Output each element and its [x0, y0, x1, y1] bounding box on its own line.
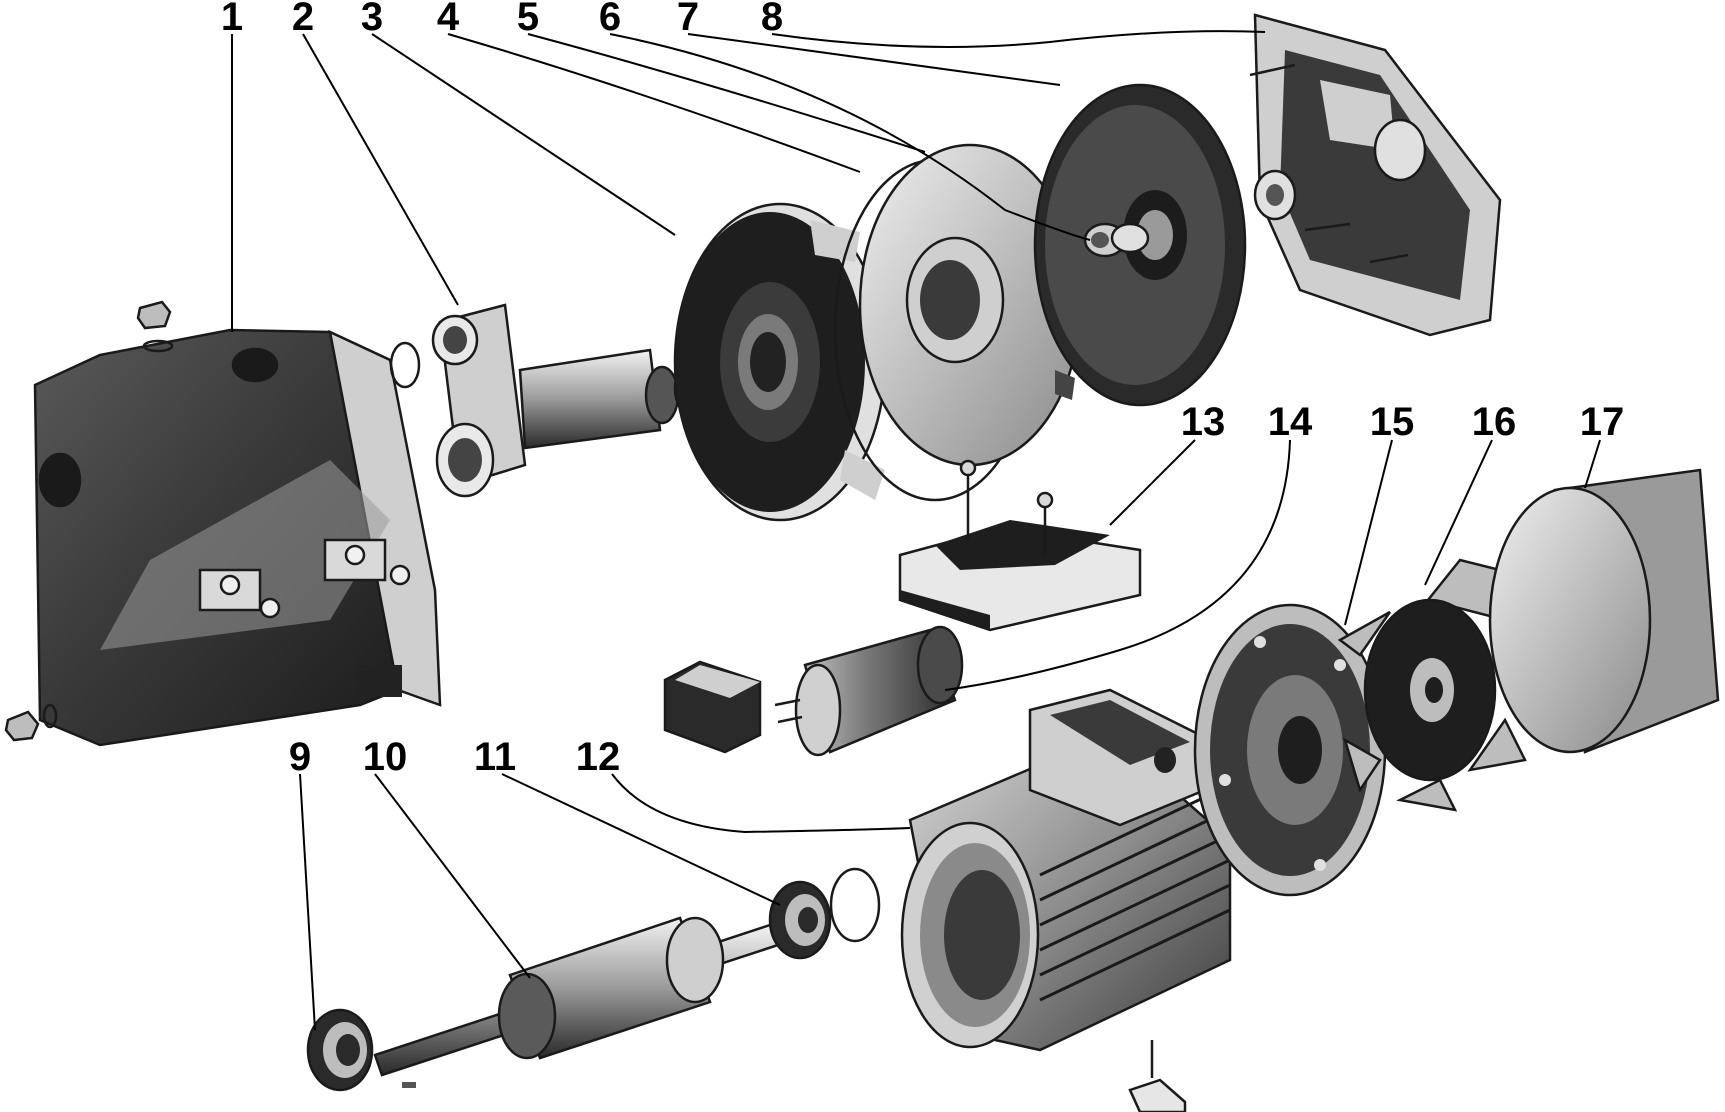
callout-8: 8 [761, 0, 783, 39]
pump-cover-drawing [1033, 83, 1247, 407]
leader-line-8 [771, 30, 1266, 48]
leader-line-3 [371, 33, 676, 236]
leader-lines [231, 30, 1601, 1031]
capacitor-drawing [663, 625, 964, 757]
motor-housing-drawing [900, 688, 1232, 1112]
callout-6: 6 [599, 0, 621, 39]
callout-11: 11 [474, 735, 516, 779]
fan-cover-drawing [1488, 468, 1720, 754]
callout-7: 7 [677, 0, 699, 39]
callout-labels: 1 2 3 4 5 6 7 8 9 10 11 12 13 14 15 16 1… [221, 0, 1624, 779]
callout-15: 15 [1370, 400, 1415, 444]
end-shield-drawing [1193, 603, 1387, 897]
leader-line-15 [1344, 439, 1393, 626]
callout-2: 2 [292, 0, 314, 39]
callout-1: 1 [221, 0, 243, 39]
callout-10: 10 [363, 735, 408, 779]
leader-line-6 [609, 33, 1091, 241]
leader-line-2 [302, 33, 459, 306]
leader-line-16 [1424, 439, 1493, 586]
leader-line-4 [447, 33, 861, 173]
leader-line-10 [374, 773, 531, 979]
diffuser-drawing [673, 202, 887, 522]
leader-line-13 [1109, 439, 1196, 526]
front-bearing-drawing [306, 1008, 374, 1092]
callout-9: 9 [289, 735, 311, 779]
callout-3: 3 [361, 0, 383, 39]
callout-13: 13 [1181, 400, 1226, 444]
leader-line-14 [944, 439, 1291, 691]
rear-bearing-drawing [768, 867, 881, 960]
leader-line-7 [687, 33, 1061, 86]
leader-line-9 [299, 773, 316, 1031]
impeller-drawing [858, 143, 1082, 467]
leader-line-5 [527, 33, 926, 153]
bracket-drawing [1249, 13, 1502, 337]
cooling-fan-drawing [1337, 558, 1542, 812]
ejector-drawing [389, 303, 707, 498]
callout-14: 14 [1268, 400, 1313, 444]
callout-12: 12 [576, 735, 621, 779]
rotor-shaft-drawing [373, 916, 780, 1088]
callout-16: 16 [1472, 400, 1517, 444]
leader-line-17 [1584, 439, 1601, 489]
callout-5: 5 [517, 0, 539, 39]
terminal-box-cover-drawing [898, 459, 1142, 632]
leader-line-11 [501, 773, 781, 906]
callout-4: 4 [437, 0, 460, 39]
pump-housing-drawing [4, 300, 442, 747]
leader-line-12 [611, 773, 911, 834]
callout-17: 17 [1580, 400, 1625, 444]
